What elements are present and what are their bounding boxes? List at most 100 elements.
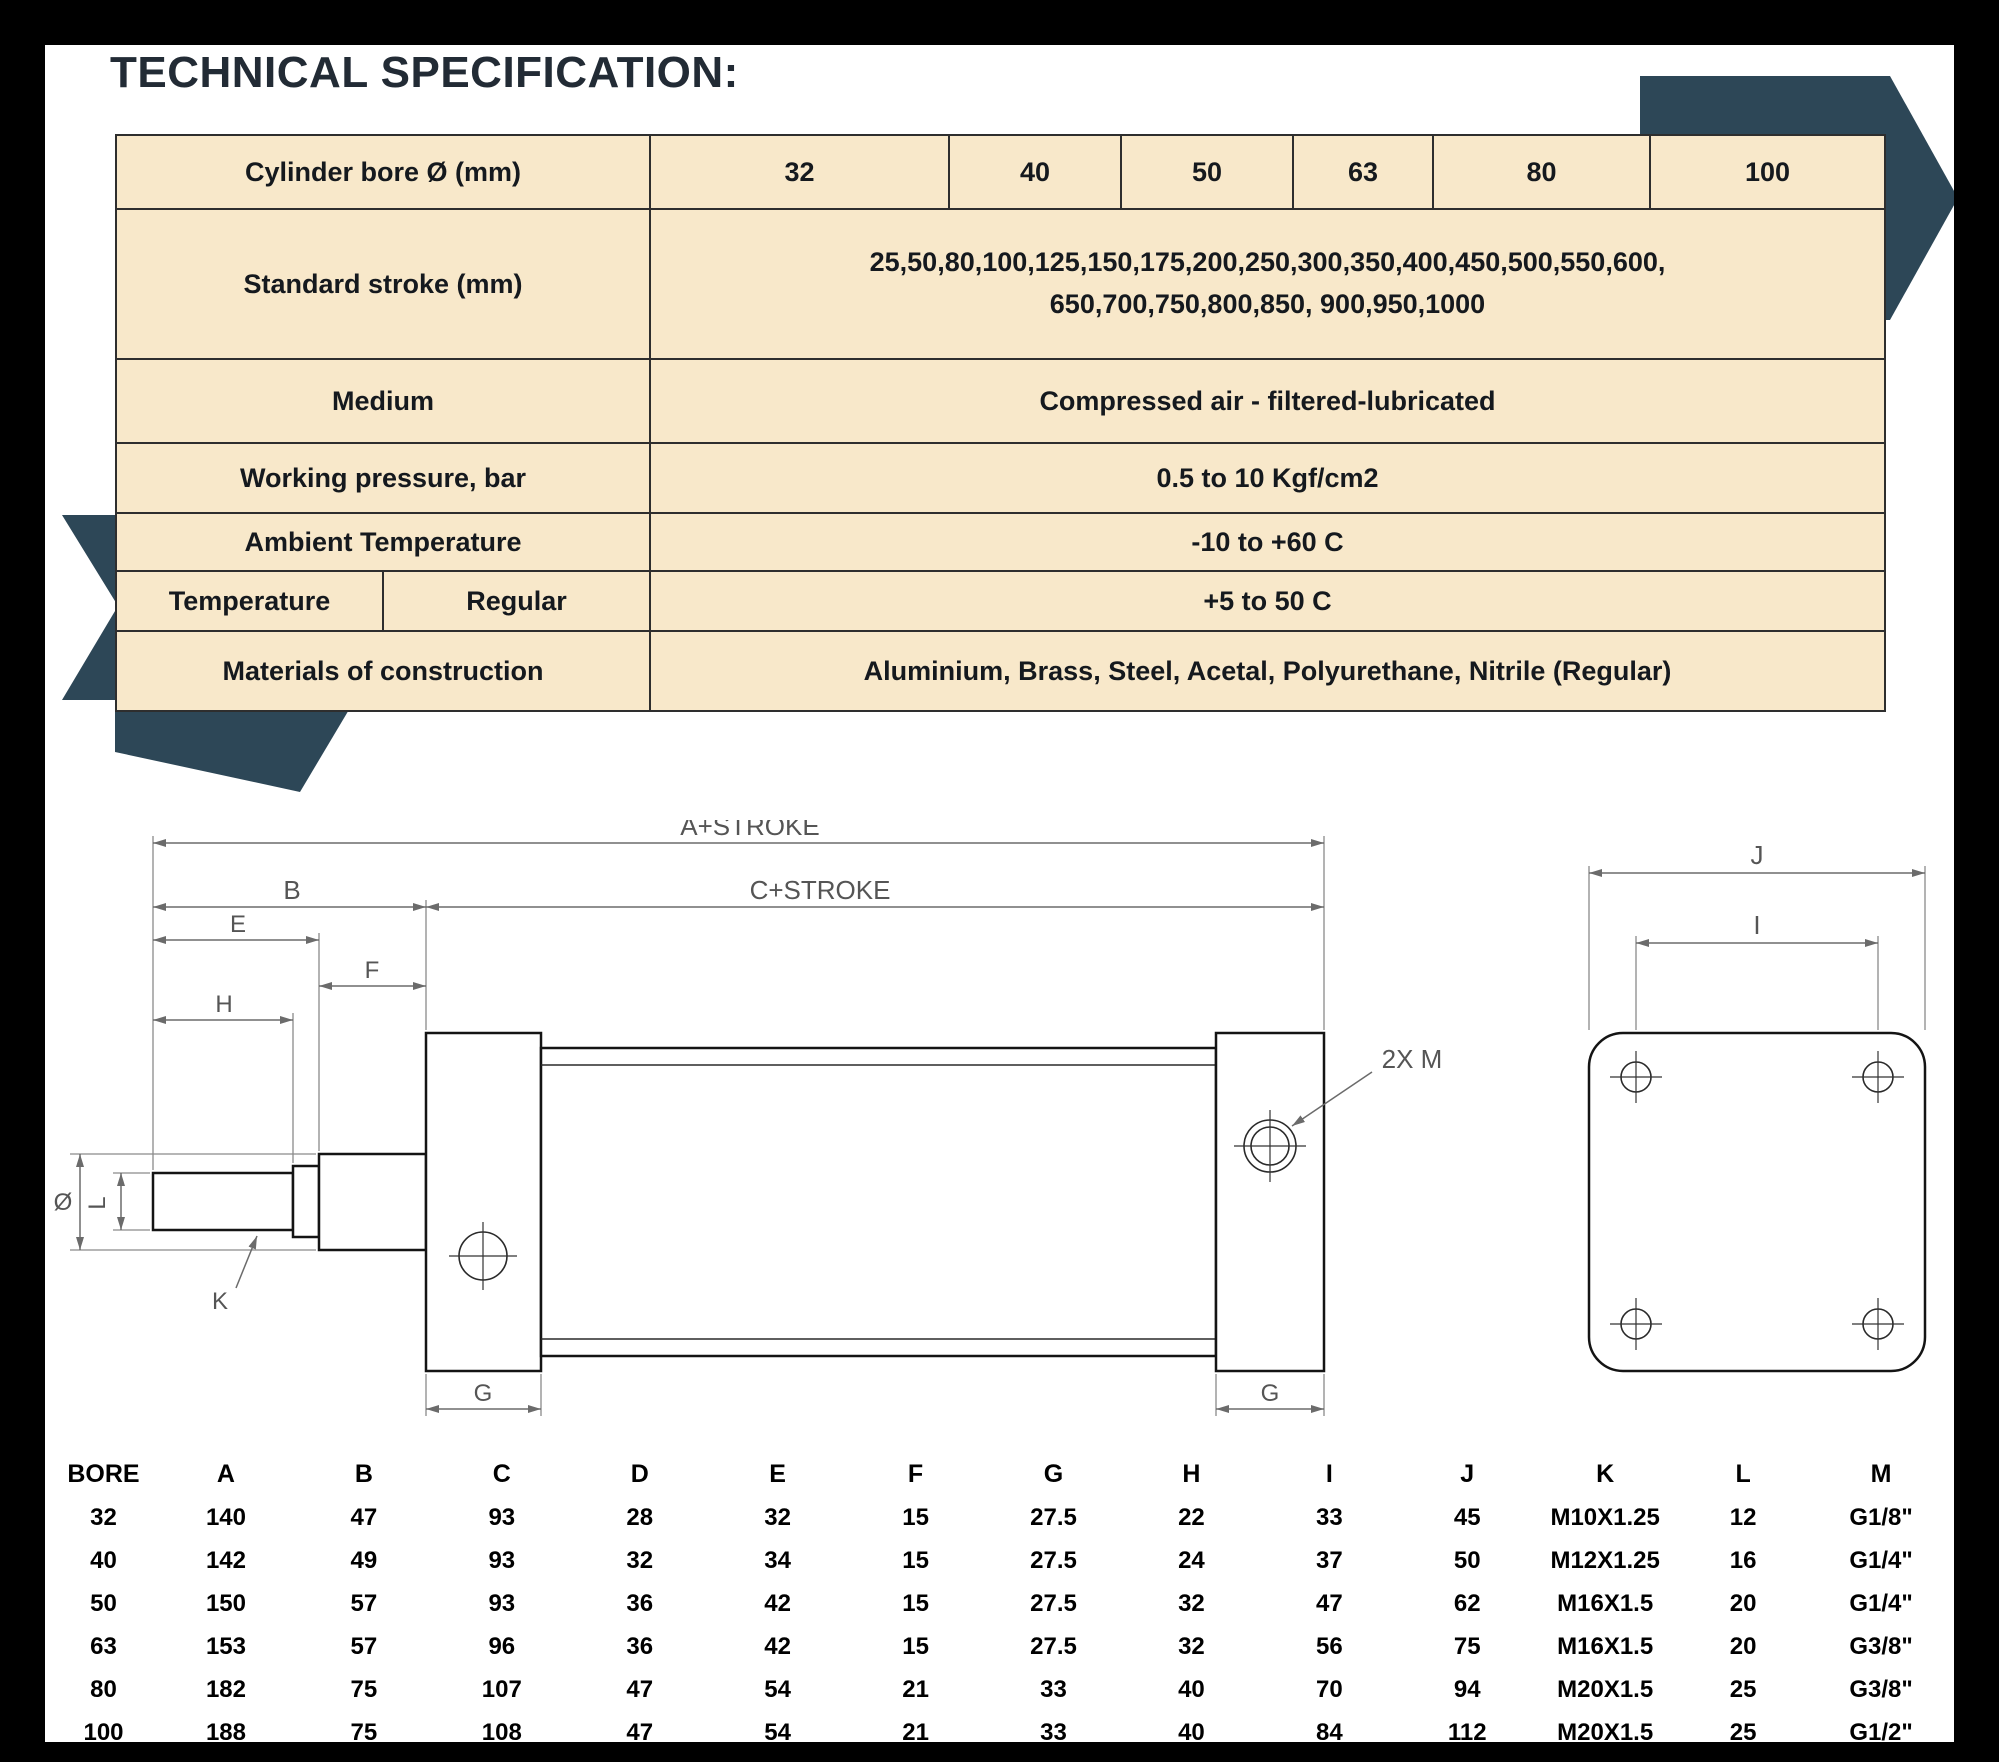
spec-label-medium: Medium [115,358,651,444]
dim-value-cell: 42 [764,1589,791,1617]
dim-value-cell: 150 [205,1589,246,1617]
spec-value-temperature: +5 to 50 C [649,570,1886,632]
dim-table-header-cell: C [492,1459,511,1488]
dim-label-g-front: G [474,1380,493,1407]
dim-value-cell: M10X1.25 [1550,1503,1660,1531]
dim-value-cell: 15 [902,1503,929,1531]
spec-label-bore: Cylinder bore Ø (mm) [115,134,651,210]
dim-value-cell: 15 [902,1632,929,1660]
spec-label-ambient: Ambient Temperature [115,512,651,572]
dim-value-cell: 32 [764,1503,791,1531]
dim-value-cell: 32 [1178,1589,1205,1617]
dim-value-cell: 21 [902,1718,929,1746]
table-row: Working pressure, bar 0.5 to 10 Kgf/cm2 [115,442,1886,514]
dim-bore-cell: 63 [90,1632,117,1660]
dim-value-cell: 62 [1453,1589,1481,1617]
spec-label-pressure: Working pressure, bar [115,442,651,514]
dim-value-cell: M20X1.5 [1557,1675,1654,1703]
dim-value-cell: 182 [205,1675,246,1703]
dim-value-cell: 93 [488,1589,516,1617]
dim-value-cell: 142 [205,1546,246,1574]
rear-end-cap [1214,1031,1326,1373]
dim-value-cell: 108 [481,1718,522,1746]
bore-value: 100 [1649,134,1886,210]
spec-value-medium: Compressed air - filtered-lubricated [649,358,1886,444]
stroke-values-line1: 25,50,80,100,125,150,175,200,250,300,350… [869,247,1666,278]
dim-value-cell: 36 [626,1589,654,1617]
dim-value-cell: 107 [481,1675,522,1703]
dim-value-cell: 47 [626,1718,654,1746]
dim-value-cell: 12 [1729,1503,1757,1531]
dim-value-cell: G3/8" [1849,1632,1913,1660]
spec-value-pressure: 0.5 to 10 Kgf/cm2 [649,442,1886,514]
dim-value-cell: 27.5 [1030,1632,1077,1660]
dim-label-k: K [212,1288,228,1315]
dim-value-cell: 93 [488,1546,516,1574]
table-row: Medium Compressed air - filtered-lubrica… [115,358,1886,444]
spec-sublabel-regular: Regular [382,570,651,632]
dim-value-cell: 57 [350,1589,378,1617]
rod-boss [317,1152,428,1252]
dim-value-cell: 15 [902,1589,929,1617]
dim-value-cell: 49 [350,1546,378,1574]
dim-label-l: L [84,1196,111,1209]
dim-label-f: F [365,957,380,984]
dim-bore-cell: 50 [90,1589,117,1617]
spec-value-ambient: -10 to +60 C [649,512,1886,572]
technical-drawing: A+STROKE C+STROKE B E F H Ø L K G G 2X M… [54,820,1927,1416]
dim-table-header-cell: I [1325,1459,1333,1488]
dim-value-cell: 140 [205,1503,246,1531]
dim-value-cell: 47 [1315,1589,1343,1617]
dim-value-cell: 50 [1453,1546,1481,1574]
mounting-hole [1610,1051,1662,1103]
dim-label-m-callout: 2X M [1382,1044,1443,1074]
dim-value-cell: 32 [626,1546,654,1574]
dim-label-b: B [283,875,300,905]
cylinder-side-view [151,1031,1326,1373]
bore-value: 50 [1120,134,1294,210]
dim-table-header-cell: L [1735,1459,1751,1488]
spec-value-materials: Aluminium, Brass, Steel, Acetal, Polyure… [649,630,1886,712]
dim-value-cell: M20X1.5 [1557,1718,1654,1746]
dim-value-cell: 24 [1178,1546,1205,1574]
dim-value-cell: 20 [1729,1589,1757,1617]
dim-value-cell: 40 [1178,1718,1205,1746]
dim-table-header-cell: K [1596,1459,1615,1488]
dim-table-header-cell: D [630,1459,649,1488]
bore-value: 32 [649,134,950,210]
end-view [1587,866,1927,1373]
dim-value-cell: G3/8" [1849,1675,1913,1703]
dim-label-a-stroke: A+STROKE [680,820,819,841]
dim-value-cell: G1/4" [1849,1589,1913,1617]
dim-value-cell: 70 [1315,1675,1343,1703]
dim-value-cell: 188 [205,1718,246,1746]
table-row: Temperature Regular +5 to 50 C [115,570,1886,632]
dim-value-cell: 40 [1178,1675,1205,1703]
mounting-hole [1610,1298,1662,1350]
mounting-hole [1852,1298,1904,1350]
dim-value-cell: 42 [764,1632,791,1660]
dim-value-cell: 21 [902,1675,929,1703]
dim-value-cell: 34 [764,1546,791,1574]
dim-label-e: E [230,911,246,938]
front-end-cap [424,1031,543,1373]
dim-value-cell: 28 [626,1503,654,1531]
dim-value-cell: 45 [1453,1503,1481,1531]
dim-table-header-cell: J [1460,1459,1475,1488]
dim-bore-cell: 32 [90,1503,117,1531]
dim-value-cell: 112 [1447,1718,1487,1746]
dim-value-cell: 75 [350,1675,378,1703]
dim-value-cell: 27.5 [1030,1546,1077,1574]
dim-value-cell: M16X1.5 [1557,1589,1654,1617]
mounting-flange [1587,1031,1927,1373]
dim-table-header-cell: G [1043,1459,1064,1488]
dim-value-cell: M12X1.25 [1550,1546,1660,1574]
table-row: Standard stroke (mm) 25,50,80,100,125,15… [115,208,1886,360]
stroke-values-line2: 650,700,750,800,850, 900,950,1000 [1049,289,1486,319]
dim-value-cell: 36 [626,1632,654,1660]
